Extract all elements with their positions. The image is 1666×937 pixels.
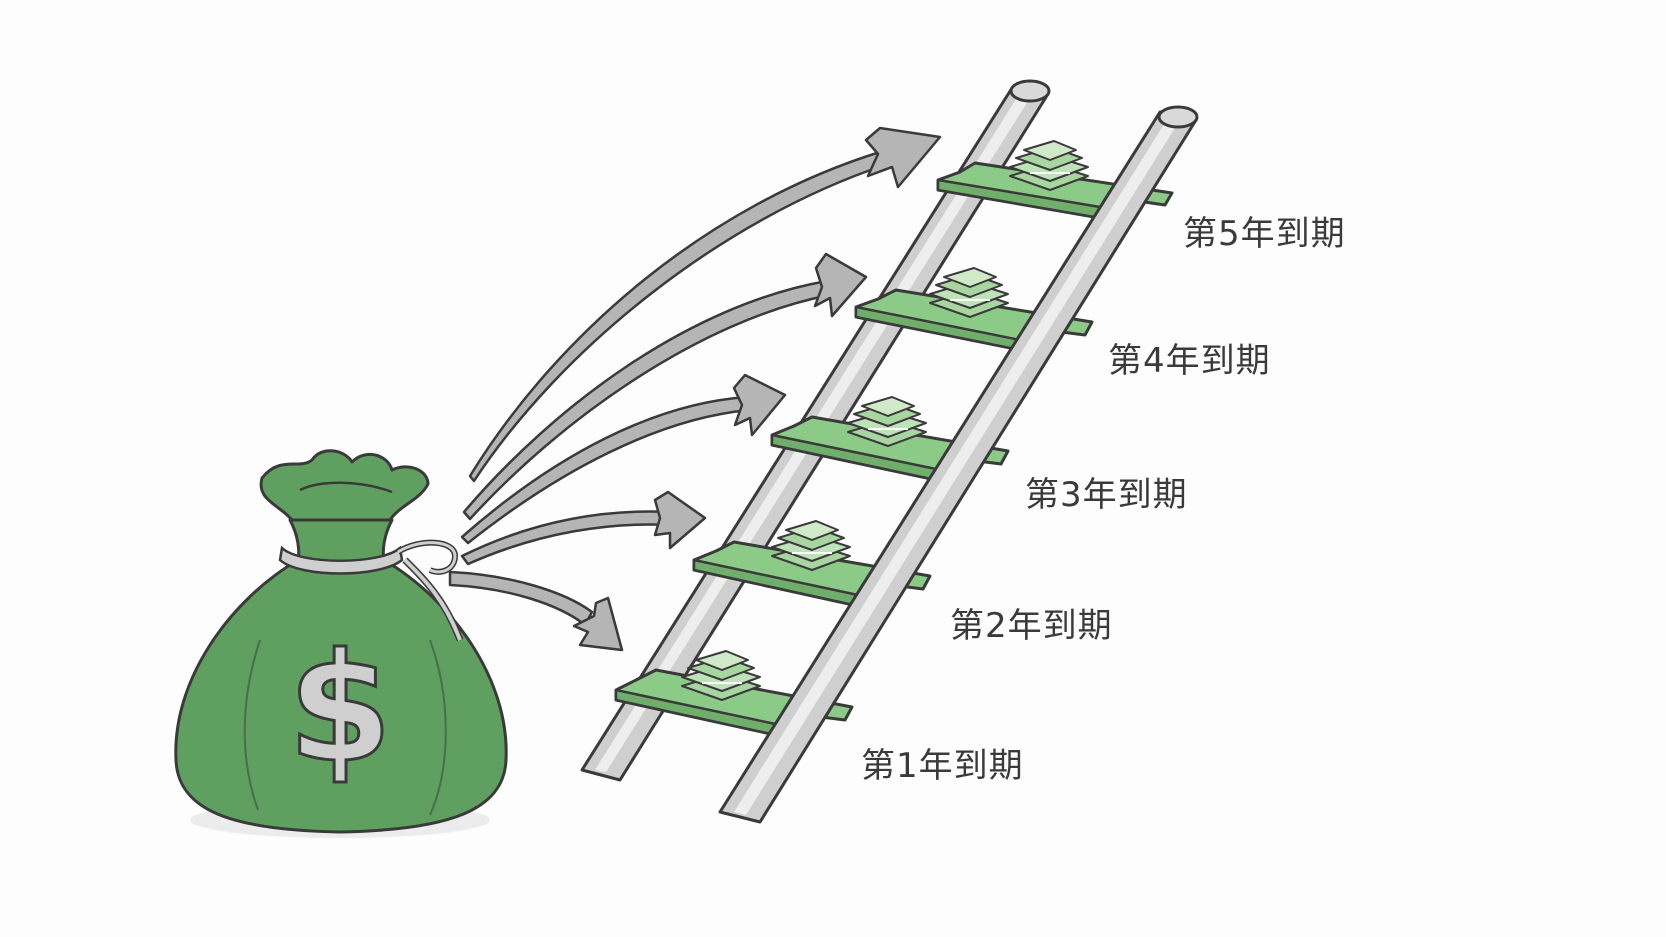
label-year1: 第1年到期 <box>861 746 1024 786</box>
label-year5: 第5年到期 <box>1183 214 1346 254</box>
arrow-year4 <box>462 252 868 521</box>
cash-stacks <box>681 140 1089 701</box>
cash-stack-year3 <box>847 396 927 447</box>
arrows <box>448 126 942 652</box>
cash-stack-year4 <box>929 267 1009 318</box>
bag-rope <box>278 539 464 642</box>
cash-stack-year1 <box>681 650 761 701</box>
arrow-year1 <box>448 570 624 652</box>
ladder-right-rail <box>718 105 1199 824</box>
label-year4: 第4年到期 <box>1108 341 1271 381</box>
arrow-year2 <box>460 490 707 566</box>
label-year3: 第3年到期 <box>1025 475 1188 515</box>
arrow-year5 <box>468 126 942 483</box>
money-bag: $ <box>174 449 508 838</box>
arrow-year3 <box>460 373 787 545</box>
cash-stack-year2 <box>771 520 851 571</box>
label-year2: 第2年到期 <box>950 606 1113 646</box>
cash-stack-year5 <box>1009 140 1089 191</box>
dollar-symbol: $ <box>288 622 392 796</box>
